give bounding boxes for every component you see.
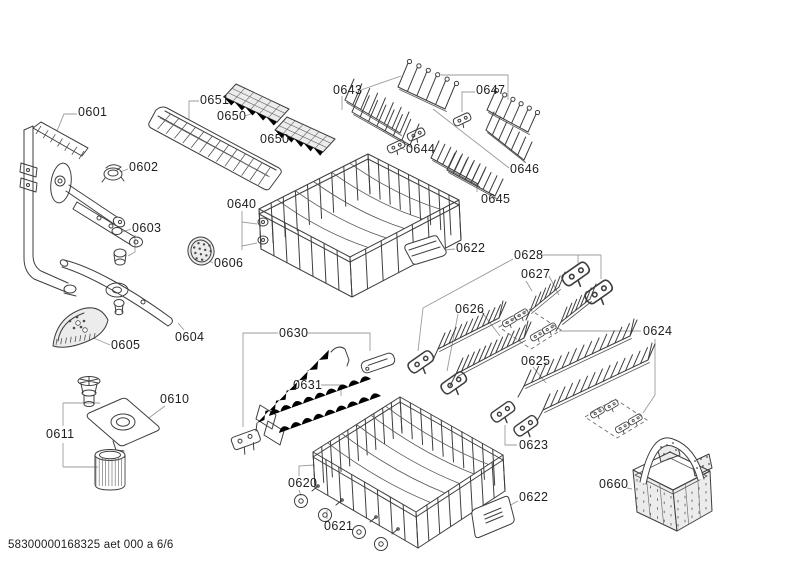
- part-label-0640: 0640: [227, 197, 257, 211]
- guide-wire-drawing: [230, 346, 396, 455]
- part-label-0650-b: 0650: [260, 132, 290, 146]
- part-label-0643: 0643: [333, 83, 363, 97]
- part-label-0651: 0651: [200, 93, 230, 107]
- tray-drawing: [471, 495, 515, 539]
- part-label-0601: 0601: [78, 105, 108, 119]
- tray-drawing: [404, 235, 447, 265]
- part-label-0620: 0620: [288, 476, 318, 490]
- part-label-0626: 0626: [455, 302, 485, 316]
- part-label-0623: 0623: [519, 438, 549, 452]
- texture-details: [35, 87, 710, 527]
- part-label-0622-upper: 0622: [456, 241, 486, 255]
- part-label-0604: 0604: [175, 330, 205, 344]
- lower-basket-drawing: [294, 396, 506, 551]
- part-label-0627: 0627: [521, 267, 551, 281]
- part-label-0603: 0603: [132, 221, 162, 235]
- part-label-0602: 0602: [129, 160, 159, 174]
- part-label-0660: 0660: [599, 477, 629, 491]
- part-label-0645: 0645: [481, 192, 511, 206]
- part-label-0631: 0631: [293, 378, 323, 392]
- part-label-0647: 0647: [476, 83, 506, 97]
- part-label-0605: 0605: [111, 338, 141, 352]
- part-label-0625: 0625: [521, 354, 551, 368]
- part-label-0650-a: 0650: [217, 109, 247, 123]
- part-label-0646: 0646: [510, 162, 540, 176]
- upper-spray-arm-drawing: [72, 201, 143, 266]
- lower-spray-arm-drawing: [59, 259, 173, 327]
- clip-plates-drawing: [498, 308, 648, 439]
- perforated-disc-drawing: [187, 236, 215, 266]
- part-label-0621: 0621: [324, 519, 354, 533]
- part-label-0606: 0606: [214, 256, 244, 270]
- upper-basket-drawing: [257, 153, 462, 298]
- spray-head-drawing: [101, 164, 125, 183]
- part-label-0630: 0630: [279, 326, 309, 340]
- part-label-0611: 0611: [46, 427, 75, 441]
- tine-rows-drawing: [344, 58, 656, 422]
- part-label-0628: 0628: [514, 248, 544, 262]
- document-number: 58300000168325 aet 000 a 6/6: [8, 539, 174, 551]
- part-label-0610: 0610: [160, 392, 190, 406]
- part-label-0622-lower: 0622: [519, 490, 549, 504]
- part-label-0624: 0624: [643, 324, 673, 338]
- leader-lines: [56, 74, 656, 519]
- part-label-0644: 0644: [406, 142, 436, 156]
- mounting-frame-drawing: [19, 121, 126, 297]
- cutlery-basket-drawing: [632, 439, 713, 532]
- clips-drawing: [386, 112, 643, 438]
